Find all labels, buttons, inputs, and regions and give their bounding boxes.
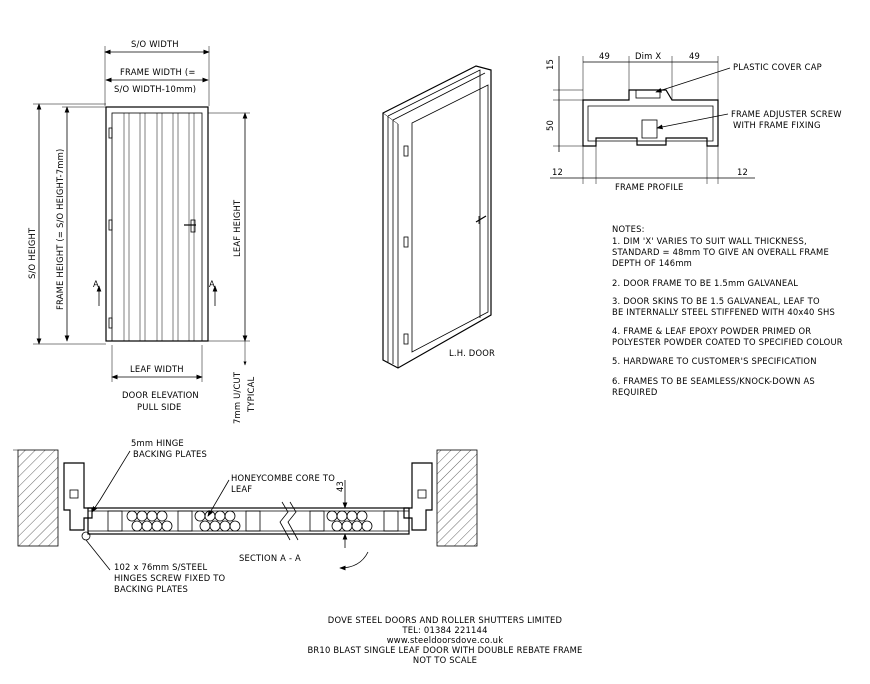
hinge-plates-label-2: BACKING PLATES (133, 449, 207, 459)
so-width-label: S/O WIDTH (131, 39, 179, 49)
profile-dim-x: Dim X (635, 51, 661, 61)
profile-caption: FRAME PROFILE (615, 182, 684, 192)
notes: NOTES: 1. DIM 'X' VARIES TO SUIT WALL TH… (612, 224, 843, 397)
adjuster-label-2: WITH FRAME FIXING (733, 120, 821, 130)
note-line: STANDARD = 48mm TO GIVE AN OVERALL FRAME (612, 247, 829, 257)
cover-cap-label: PLASTIC COVER CAP (733, 62, 822, 72)
section-a-a: 5mm HINGE BACKING PLATES HONEYCOMBE CORE… (13, 438, 478, 594)
core-label-2: LEAF (231, 484, 252, 494)
iso-door-caption: L.H. DOOR (449, 348, 495, 358)
isometric-door: L.H. DOOR (382, 65, 495, 369)
profile-dim-15: 15 (545, 59, 555, 70)
note-line: 5. HARDWARE TO CUSTOMER'S SPECIFICATION (612, 356, 817, 366)
note-line: 2. DOOR FRAME TO BE 1.5mm GALVANEAL (612, 278, 798, 288)
hinges-label-3: BACKING PLATES (114, 584, 188, 594)
elevation-caption-2: PULL SIDE (137, 402, 182, 412)
note-line: BE INTERNALLY STEEL STIFFENED WITH 40x40… (612, 307, 835, 317)
profile-dim-12-right: 12 (737, 167, 748, 177)
undercut-label-1: 7mm U/CUT (232, 371, 242, 424)
title-block: DOVE STEEL DOORS AND ROLLER SHUTTERS LIM… (307, 615, 582, 665)
frame-height-label: FRAME HEIGHT (= S/O HEIGHT-7mm) (55, 149, 65, 311)
company-tel: TEL: 01384 221144 (401, 625, 487, 635)
section-marker-left: A (93, 279, 99, 289)
note-line: 6. FRAMES TO BE SEAMLESS/KNOCK-DOWN AS (612, 376, 815, 386)
profile-dim-12-left: 12 (552, 167, 563, 177)
company-name: DOVE STEEL DOORS AND ROLLER SHUTTERS LIM… (328, 615, 562, 625)
section-marker-right: A (209, 279, 215, 289)
adjuster-label-1: FRAME ADJUSTER SCREW (731, 109, 842, 119)
company-web: www.steeldoorsdove.co.uk (387, 635, 504, 645)
note-line: DEPTH OF 146mm (612, 258, 692, 268)
so-height-label: S/O HEIGHT (27, 227, 37, 279)
elevation-caption-1: DOOR ELEVATION (122, 390, 199, 400)
note-line: POLYESTER POWDER COATED TO SPECIFIED COL… (612, 337, 843, 347)
note-line: REQUIRED (612, 387, 657, 397)
hinge-plates-label-1: 5mm HINGE (131, 438, 184, 448)
leaf-height-label: LEAF HEIGHT (232, 199, 242, 257)
note-line: 1. DIM 'X' VARIES TO SUIT WALL THICKNESS… (612, 236, 807, 246)
leaf-width-label: LEAF WIDTH (130, 364, 184, 374)
profile-dim-49-right: 49 (689, 51, 700, 61)
hinges-label-1: 102 x 76mm S/STEEL (114, 562, 207, 572)
profile-dim-49-left: 49 (599, 51, 610, 61)
undercut-label-2: TYPICAL (246, 376, 256, 413)
notes-heading: NOTES: (612, 224, 645, 234)
profile-dim-50: 50 (545, 120, 555, 131)
dim-43: 43 (335, 481, 345, 492)
section-caption: SECTION A - A (239, 553, 301, 563)
drawing-scale: NOT TO SCALE (413, 655, 477, 665)
door-elevation: A A S/O WIDTH FRAME WIDTH (= S/O WIDTH-1… (27, 39, 256, 424)
hinges-label-2: HINGES SCREW FIXED TO (114, 573, 226, 583)
frame-profile: 49 Dim X 49 15 50 12 12 FRAME PROFILE PL… (545, 51, 842, 192)
frame-width-label-1: FRAME WIDTH (= (120, 67, 196, 77)
drawing-title: BR10 BLAST SINGLE LEAF DOOR WITH DOUBLE … (307, 645, 582, 655)
frame-width-label-2: S/O WIDTH-10mm) (114, 84, 196, 94)
note-line: 4. FRAME & LEAF EPOXY POWDER PRIMED OR (612, 326, 811, 336)
note-line: 3. DOOR SKINS TO BE 1.5 GALVANEAL, LEAF … (612, 296, 820, 306)
core-label-1: HONEYCOMBE CORE TO (231, 473, 335, 483)
